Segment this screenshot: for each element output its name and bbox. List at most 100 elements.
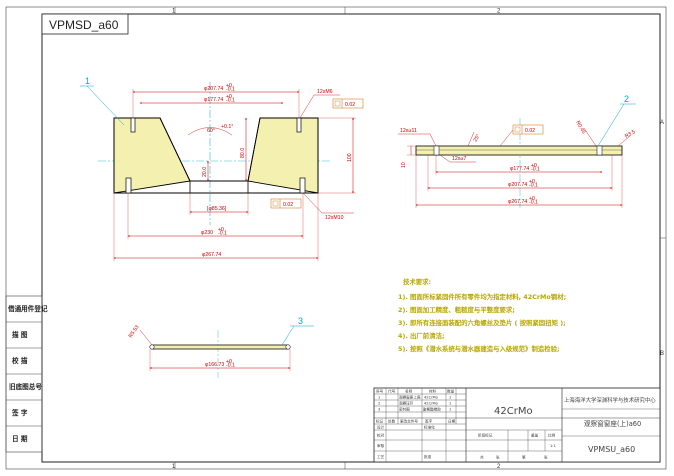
balloon-1: 1 <box>85 76 90 86</box>
note-3: 3). 即所有连接面装配的六角螺丝及垫片 ( 按照紧固扭矩 ); <box>398 318 566 327</box>
dim-thread-bottom: 12xM10 <box>325 215 344 221</box>
dim-d-inner-top-tol: +0-0.1 <box>226 94 235 103</box>
zone-right-b: B <box>660 351 664 357</box>
bom-row-0-no: 1 <box>378 396 380 400</box>
dim-d-230: φ230 <box>201 230 213 236</box>
dim-angle-2: 25° <box>473 133 482 143</box>
part1-left-body <box>113 117 191 194</box>
dim-ring-d2: φ207.74 <box>508 182 527 188</box>
bom-row-2-no: 3 <box>378 408 380 412</box>
part2-ring-view: 12x⌀11 25° 0.02 R0.45 R3.5 12x⌀7 10 φ177 <box>398 94 637 208</box>
drawing-number: VPMSU_a60 <box>588 445 635 454</box>
dim-d-outer-top-tol: +0-0.1 <box>226 83 235 92</box>
sheet-current: 第 <box>522 455 526 460</box>
side-label-5: 日 期 <box>12 434 28 443</box>
bom-row-0-mat: 42CrMo <box>424 396 438 400</box>
bom-row-2-qty: 1 <box>449 408 451 412</box>
rev-label-2: 更改文件号 <box>400 419 418 424</box>
side-label-2: 校 描 <box>12 356 28 365</box>
title-block: 序号 代号 名称 材料 数量 1 观察窗座上座 42CrMo 1 2 观察压环 … <box>373 387 661 463</box>
sheet-total-unit: 张 <box>496 455 500 460</box>
zone-top-2: 2 <box>497 9 501 15</box>
zone-right-a: A <box>660 120 664 126</box>
sheet-current-unit: 张 <box>544 455 548 460</box>
dim-seal-r: R5.53 <box>128 324 141 339</box>
flatness-top-box: 0.02 <box>332 98 364 109</box>
bom-header-1: 代号 <box>388 389 396 394</box>
dim-bottom-gap: 20.0 <box>202 167 208 177</box>
bom-header-4: 数量 <box>447 389 455 394</box>
sign-process: 工艺 <box>377 454 385 459</box>
side-label-0: 借通用件登记 <box>7 304 48 313</box>
bom-header-0: 序号 <box>376 389 384 394</box>
note-5: 5). 按照《潜水系统与潜水器建造与入级规范》制造检验; <box>398 344 560 353</box>
rev-label-4: 日期 <box>448 419 456 424</box>
dim-seal-d: φ166.73 <box>205 362 224 368</box>
bom-row-1-qty: 1 <box>449 402 451 406</box>
dim-angle: 60° <box>207 128 215 134</box>
part1-section-view: φ207.74 +0-0.1 φ177.74 +0-0.1 12xM6 0.02… <box>80 76 364 261</box>
drawing-title-box: VPMSD_a60 <box>41 13 129 35</box>
dim-holes-bottom: 12x⌀7 <box>452 156 466 162</box>
dim-r045: R0.45 <box>574 120 586 135</box>
stage-label: 阶段标记 <box>478 433 493 438</box>
dim-flat-bottom: 0.02 <box>283 202 293 208</box>
side-label-column: 借通用件登记 描 图 校 描 旧底图总号 签 字 日 期 <box>5 295 48 453</box>
bom-row-0-qty: 1 <box>449 396 451 400</box>
bom-row-1-no: 2 <box>378 402 380 406</box>
side-label-3: 旧底图总号 <box>9 382 42 391</box>
drawing-title: VPMSD_a60 <box>49 18 119 32</box>
notes-heading: 技术要求: <box>403 277 431 286</box>
sign-review: 审核 <box>377 443 385 448</box>
part-name: 观察窗窗座(上)a60 <box>584 419 641 428</box>
dim-d-outer-top: φ207.74 <box>204 86 223 92</box>
sign-approve: 批准 <box>424 454 432 459</box>
flatness-ring-box: 0.02 <box>499 124 544 147</box>
side-label-1: 描 图 <box>12 330 28 339</box>
rev-label-1: 处数 <box>388 419 396 424</box>
dim-d-inner-top: φ177.74 <box>204 97 223 103</box>
dim-ring-d1-tol: +0-0.1 <box>531 163 540 172</box>
drawing-frame: 1 2 1 2 A B <box>5 6 667 470</box>
sign-design: 设计 <box>377 425 385 430</box>
flatness-bottom-box: 0.02 <box>270 198 302 209</box>
zone-top-1: 1 <box>172 9 176 15</box>
dim-ring-d3-tol: +0-0.1 <box>529 196 538 205</box>
part1-right-body <box>247 117 319 194</box>
sign-check: 校对 <box>377 433 385 438</box>
dim-d-267: φ267.74 <box>202 252 221 258</box>
note-4: 4). 出厂前清洁; <box>398 331 445 340</box>
bom-row-1-name: 观察压环 <box>399 401 414 406</box>
weight-label: 重量 <box>531 433 539 438</box>
balloon-3: 3 <box>298 316 303 326</box>
dim-height-outer: 100 <box>347 153 353 162</box>
dim-d-bore: [φ85.36] <box>207 206 227 212</box>
dim-thickness: 10 <box>401 162 407 168</box>
bom-row-2-mat: 聚氨酯橡胶 <box>423 407 441 412</box>
bom-row-2-name: 密封圈 <box>399 407 410 412</box>
technical-notes: 技术要求: 1). 图面所标紧固件所有零件均为指定材料, 42CrMo钢材; 2… <box>398 277 566 353</box>
rev-label-3: 签字 <box>425 419 433 424</box>
dim-angle-tol: +0.1° <box>221 124 233 130</box>
side-label-4: 签 字 <box>11 408 28 417</box>
zone-bottom-2: 2 <box>497 464 501 470</box>
dim-holes-top: 12x⌀11 <box>400 128 417 134</box>
part2-body <box>415 145 623 156</box>
dim-flat-top: 0.02 <box>345 102 355 108</box>
dim-r35: R3.5 <box>624 129 637 140</box>
dim-ring-d1: φ177.74 <box>510 166 529 172</box>
part3-seal-view: R5.53 φ166.73 +0-0.1 3 <box>128 316 314 378</box>
dim-seal-d-tol: +0-0.1 <box>226 359 235 368</box>
institute-name: 上海海洋大学深渊科学与技术研究中心 <box>564 396 656 404</box>
dim-height-inner: 80.0 <box>240 148 246 158</box>
zone-bottom-1: 1 <box>172 464 176 470</box>
title-material: 42CrMo <box>494 406 533 417</box>
sign-standard: 标准化 <box>424 425 435 430</box>
dim-flat-ring: 0.02 <box>525 128 535 134</box>
bom-row-1-mat: 42CrMo <box>424 402 438 406</box>
ratio-value: 1:1 <box>550 444 556 448</box>
rev-label-0: 标记 <box>376 419 384 424</box>
bom-header-2: 名称 <box>405 389 413 394</box>
dim-ring-d2-tol: +0-0.1 <box>529 179 538 188</box>
